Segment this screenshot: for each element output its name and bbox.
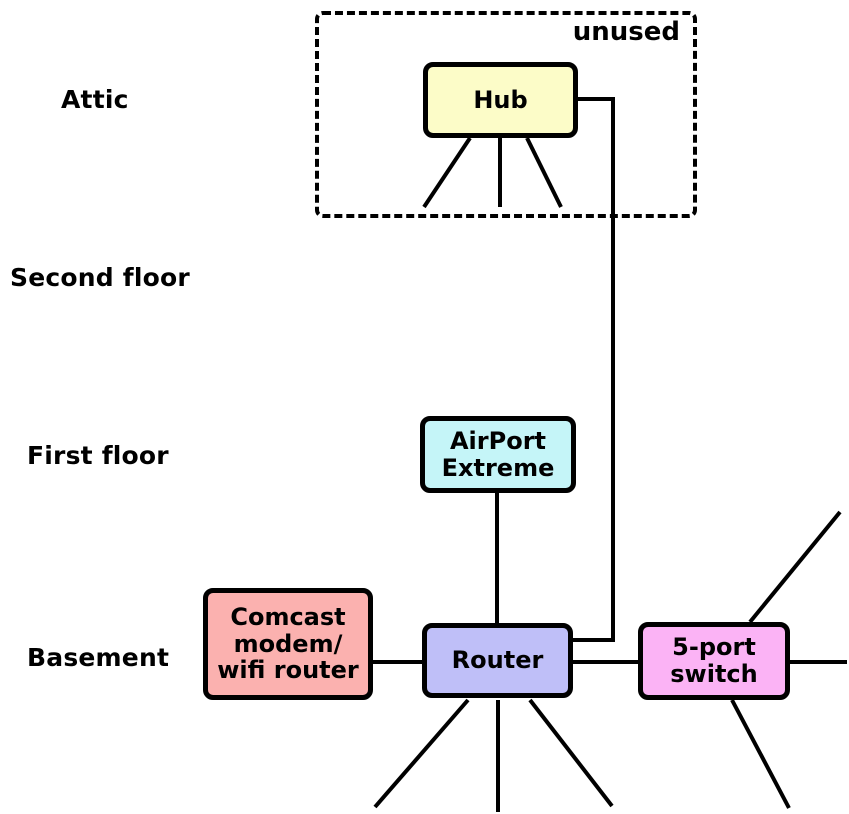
comcast-modem-label-line3: wifi router	[217, 656, 359, 685]
five-port-switch-label-line2: switch	[670, 660, 758, 688]
five-port-switch-node: 5-port switch	[638, 622, 790, 700]
comcast-modem-label-line2: modem/	[233, 629, 343, 658]
hub-to-router-line	[573, 97, 615, 642]
hub-node-label: Hub	[473, 85, 528, 114]
switch-downlink-diagonal-line	[730, 699, 791, 809]
five-port-switch-label-line1: 5-port	[672, 633, 756, 662]
airport-extreme-node: AirPort Extreme	[420, 416, 576, 493]
airport-extreme-label-line1: AirPort	[449, 426, 547, 455]
floor-label-first-floor: First floor	[27, 441, 169, 470]
unused-zone-label: unused	[572, 17, 680, 47]
comcast-modem-label-line1: Comcast	[230, 602, 346, 631]
router-node: Router	[422, 623, 573, 698]
comcast-modem-node: Comcast modem/ wifi router	[203, 588, 373, 700]
router-node-label: Router	[451, 646, 544, 675]
hub-node: Hub	[423, 62, 578, 138]
switch-uplink-diagonal-line	[748, 510, 842, 624]
router-drop-left-line	[373, 698, 470, 809]
hub-leg-right-line	[525, 137, 563, 208]
unused-zone-dashed-box	[315, 11, 697, 218]
router-drop-right-line	[528, 698, 614, 808]
floor-label-basement: Basement	[27, 643, 170, 672]
floor-label-attic: Attic	[61, 85, 129, 114]
floor-label-second-floor: Second floor	[10, 263, 190, 292]
airport-extreme-label-line2: Extreme	[441, 453, 555, 482]
hub-leg-left-line	[422, 136, 472, 209]
